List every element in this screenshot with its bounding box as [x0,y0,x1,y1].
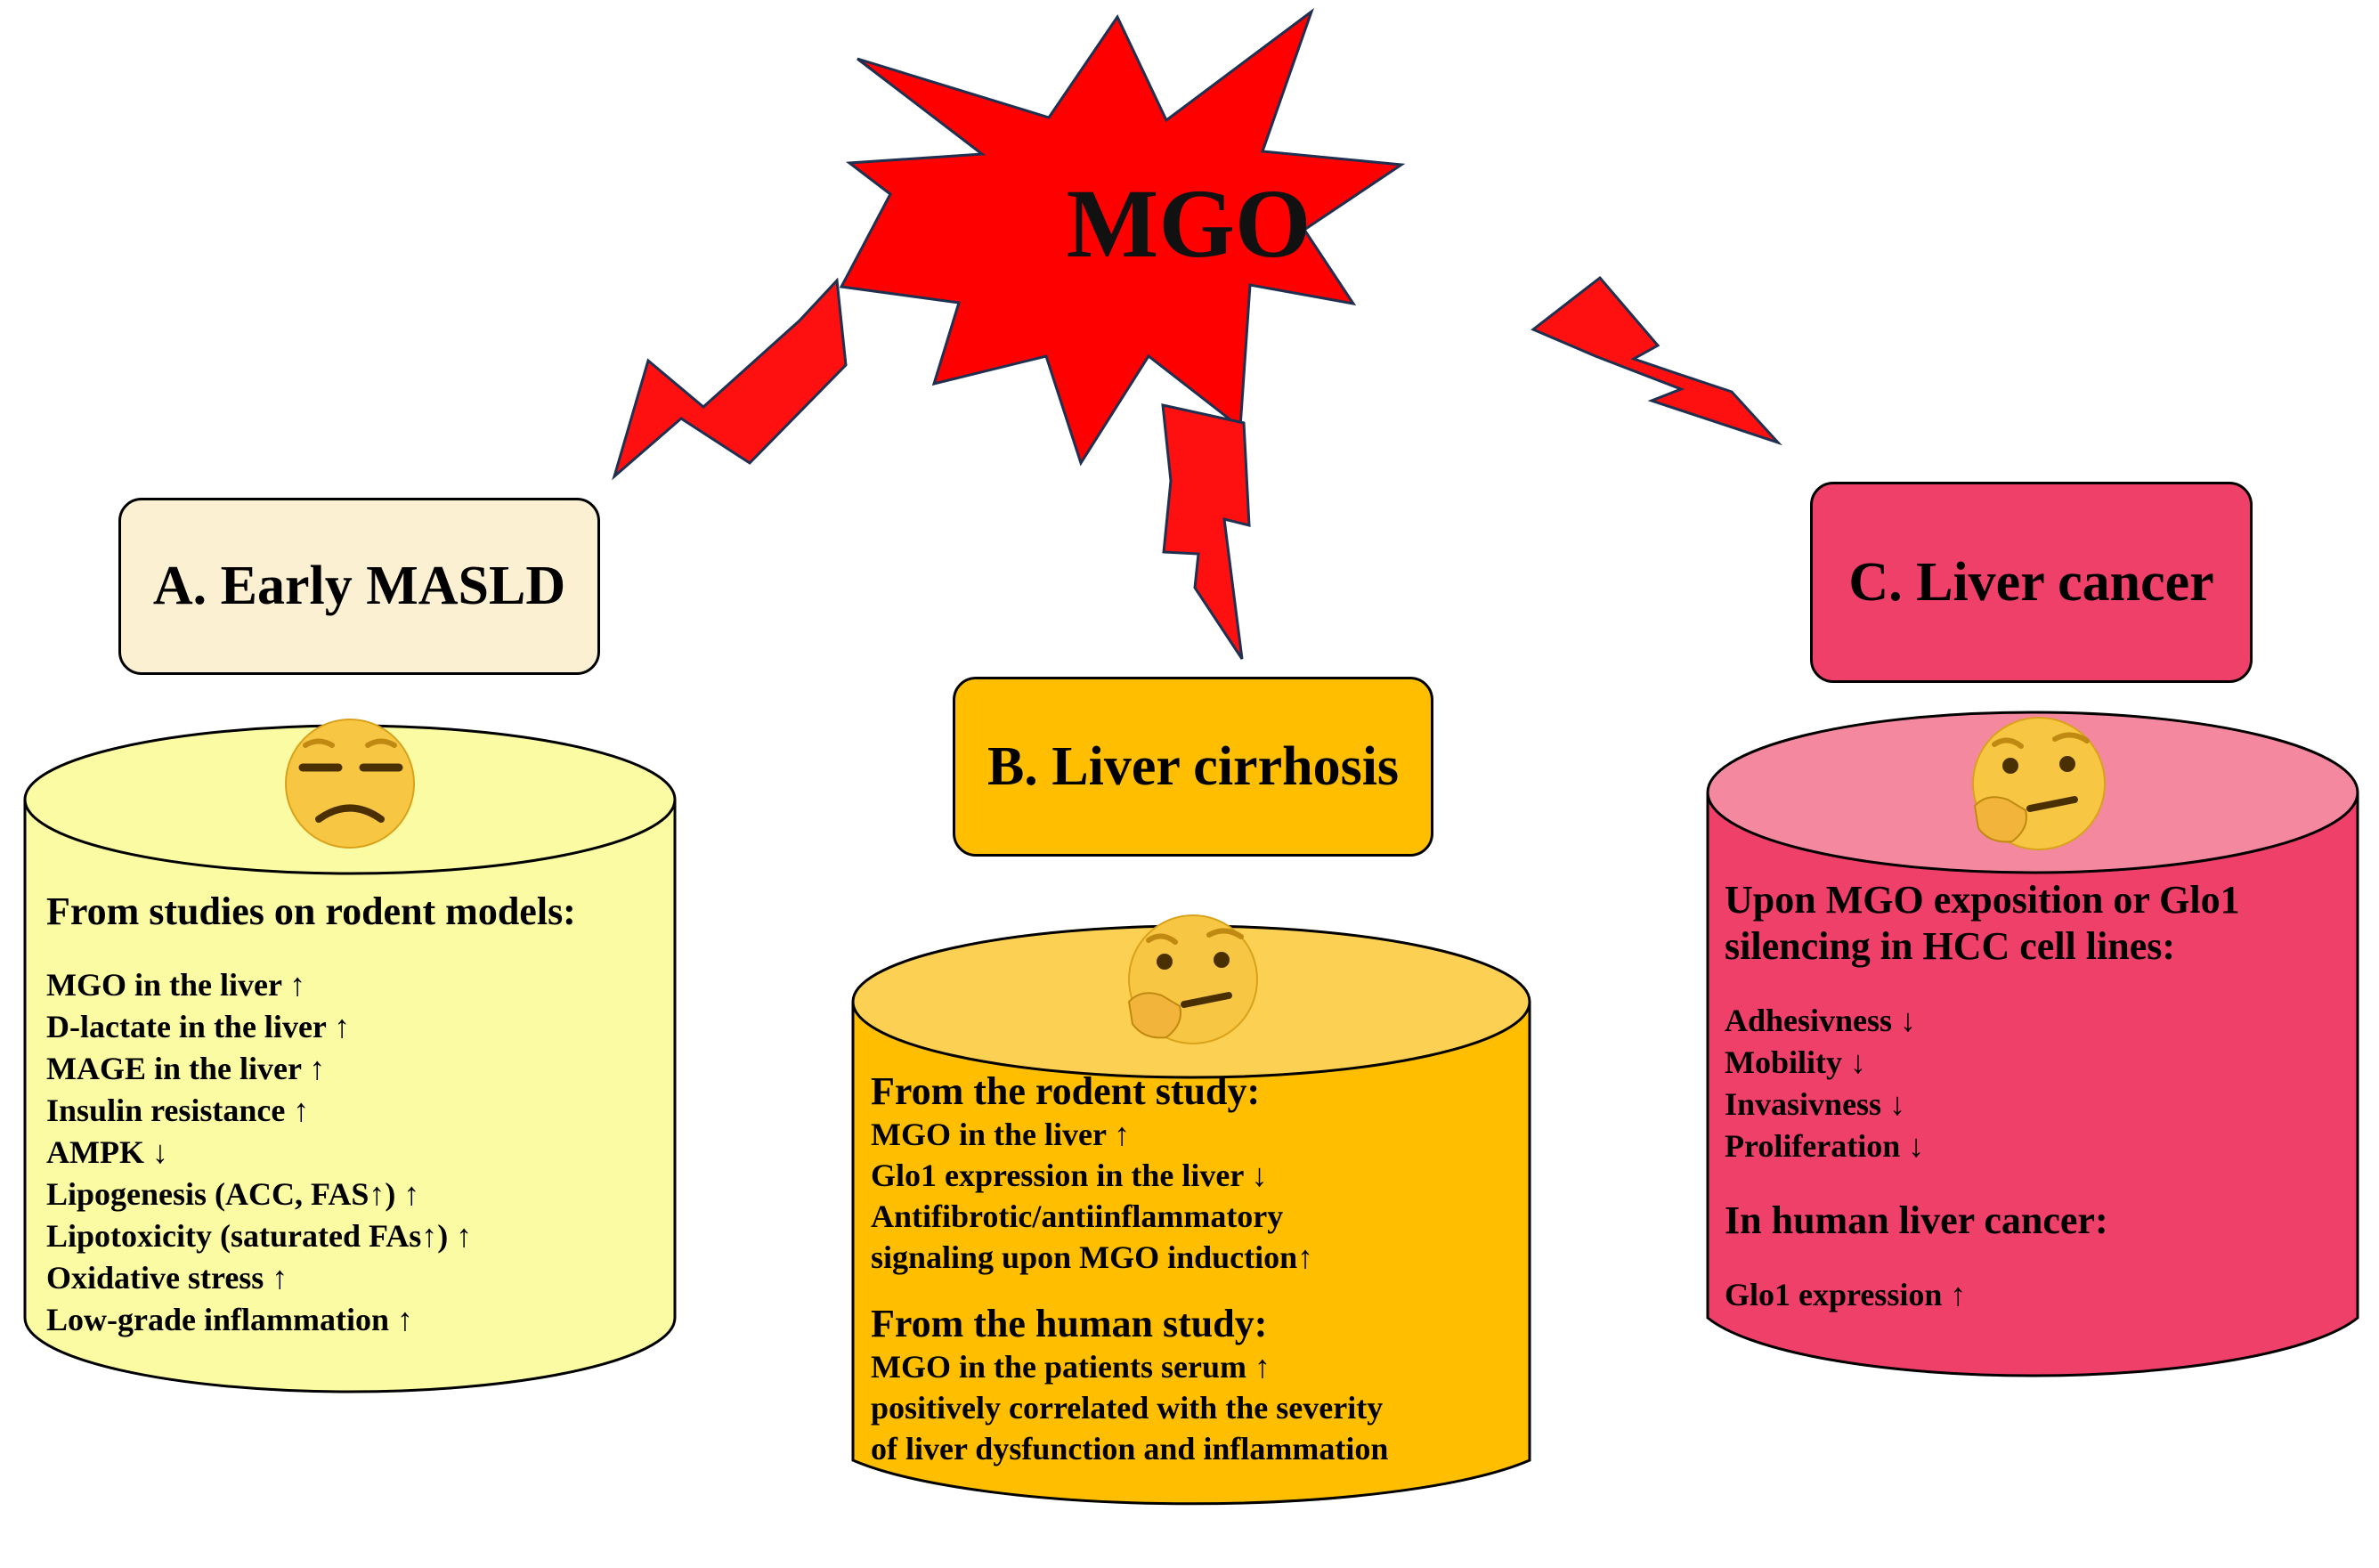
panel-b-content: From the rodent study: MGO in the liver … [871,1068,1388,1469]
list-item: Glo1 expression in the liver ↓ [871,1158,1268,1193]
lightning-bolt-left [612,277,848,481]
panel-a-title: A. Early MASLD [152,556,566,616]
mgo-starburst [839,7,1406,467]
thinking-face-icon-b [1127,914,1258,1044]
list-item: MGO in the liver ↑ [46,967,306,1003]
list-item: D-lactate in the liver ↑ [46,1009,351,1044]
list-item: Glo1 expression ↑ [1725,1277,1967,1312]
list-item: Antifibrotic/antiinflammatory [871,1198,1284,1234]
panel-c-content: Upon MGO exposition or Glo1 silencing in… [1725,877,2240,1316]
list-item: signaling upon MGO induction↑ [871,1239,1314,1275]
unamused-face-icon [285,719,415,849]
cylinder-a [23,724,677,1393]
list-item: MGO in the liver ↑ [871,1117,1131,1152]
thinking-face-icon-c [1972,717,2106,850]
list-item: Mobility ↓ [1725,1044,1866,1080]
panel-a-title-box: A. Early MASLD [118,498,600,675]
lightning-bolt-right [1531,275,1782,446]
panel-c-title-box: C. Liver cancer [1810,482,2253,683]
list-item: positively correlated with the severity [871,1390,1384,1426]
panel-c-heading-line2: silencing in HCC cell lines: [1725,924,2175,968]
cylinder-c [1706,711,2359,1377]
panel-c-title: C. Liver cancer [1848,551,2214,613]
list-item: Adhesivness ↓ [1725,1003,1917,1038]
panel-a-heading: From studies on rodent models: [46,890,576,933]
panel-b-heading-rodent: From the rodent study: [871,1069,1261,1113]
list-item: Oxidative stress ↑ [46,1260,288,1296]
list-item: Proliferation ↓ [1725,1128,1925,1164]
list-item: of liver dysfunction and inflammation [871,1431,1389,1466]
list-item: MGO in the patients serum ↑ [871,1349,1271,1385]
panel-a-content: From studies on rodent models: MGO in th… [46,889,576,1341]
list-item: Invasivness ↓ [1725,1086,1906,1122]
panel-c-heading-human: In human liver cancer: [1725,1198,2108,1242]
list-item: Lipogenesis (ACC, FAS↑) ↑ [46,1176,420,1212]
list-item: AMPK ↓ [46,1134,168,1170]
mgo-label: MGO [1067,169,1311,278]
panel-b-heading-human: From the human study: [871,1302,1268,1345]
panel-b-title: B. Liver cirrhosis [987,735,1400,797]
panel-b-title-box: B. Liver cirrhosis [953,677,1433,857]
lightning-bolt-center [1161,403,1251,660]
list-item: Lipotoxicity (saturated FAs↑) ↑ [46,1218,473,1254]
list-item: Low-grade inflammation ↑ [46,1302,413,1337]
list-item: Insulin resistance ↑ [46,1093,310,1128]
list-item: MAGE in the liver ↑ [46,1051,326,1086]
panel-c-heading-line1: Upon MGO exposition or Glo1 [1725,878,2240,922]
